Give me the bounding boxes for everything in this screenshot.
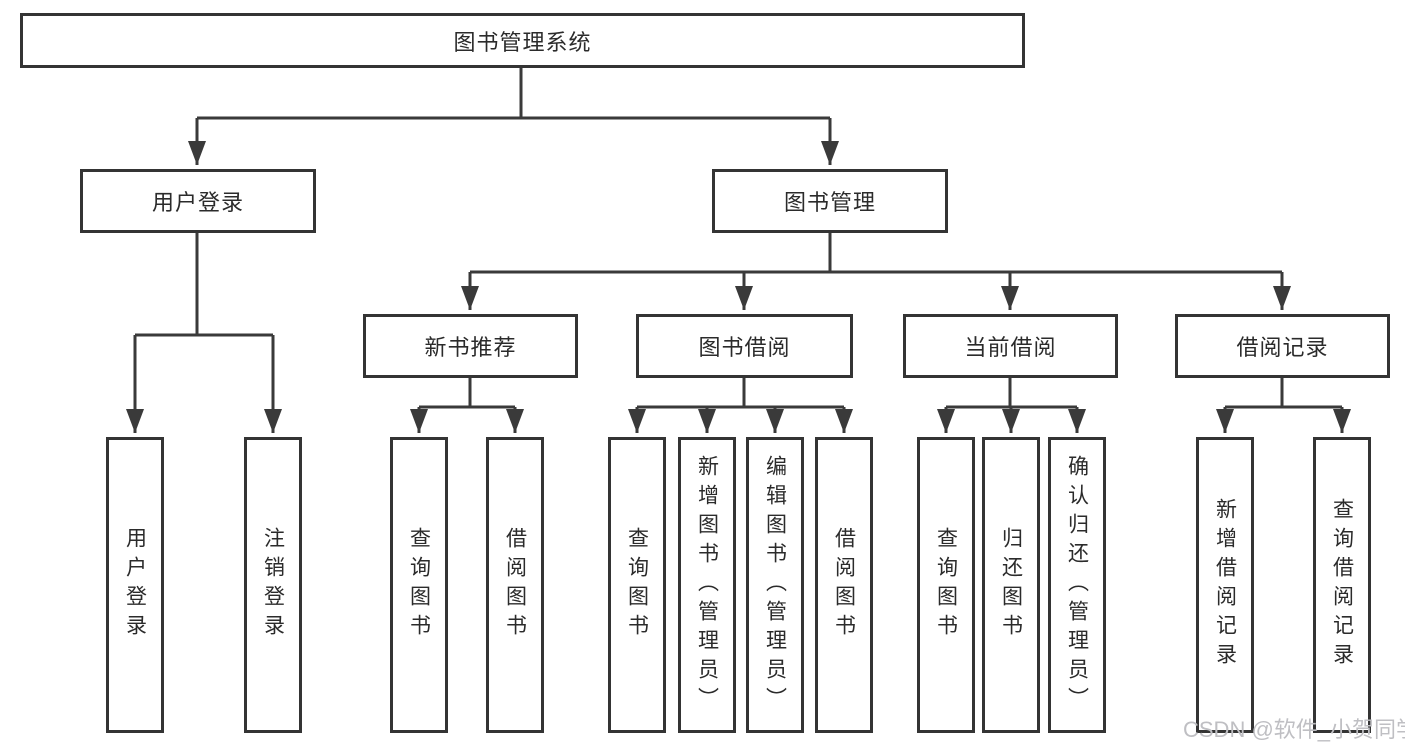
node-root-system: 图书管理系统	[20, 13, 1025, 68]
node-leaf-logout-login: 注销登录	[244, 437, 302, 733]
leaf-label: 注销登录	[261, 527, 285, 643]
node-borrowing-records: 借阅记录	[1175, 314, 1390, 378]
connector-bookmgmt-to-level3	[461, 233, 1291, 310]
node-book-borrowing: 图书借阅	[636, 314, 853, 378]
leaf-label: 用户登录	[123, 527, 147, 643]
node-book-management: 图书管理	[712, 169, 948, 233]
node-user-login-group: 用户登录	[80, 169, 316, 233]
leaf-label: 查询借阅记录	[1330, 498, 1354, 672]
node-leaf-user-login: 用户登录	[106, 437, 164, 733]
connector-borrowing-to-leaves	[628, 378, 853, 433]
node-new-book-recommend: 新书推荐	[363, 314, 578, 378]
node-user-login-label: 用户登录	[151, 190, 244, 215]
node-leaf-edit-books-admin: 编辑图书（管理员）	[746, 437, 804, 733]
leaf-label: 新增借阅记录	[1213, 498, 1237, 672]
csdn-watermark: CSDN @软件_小贺同学	[1183, 717, 1405, 742]
leaf-label: 借阅图书	[832, 527, 856, 643]
node-leaf-query-books-recommend: 查询图书	[390, 437, 448, 733]
connector-current-to-leaves	[937, 378, 1086, 433]
node-book-management-label: 图书管理	[783, 190, 876, 215]
leaf-label: 确认归还（管理员）	[1065, 454, 1089, 716]
node-current-borrowing-label: 当前借阅	[964, 335, 1057, 360]
node-root-label: 图书管理系统	[453, 29, 592, 55]
node-leaf-confirm-return-admin: 确认归还（管理员）	[1048, 437, 1106, 733]
connector-root-to-level2	[188, 68, 839, 165]
leaf-label: 新增图书（管理员）	[695, 454, 719, 716]
node-new-book-recommend-label: 新书推荐	[424, 335, 517, 360]
node-leaf-borrow-books-recommend: 借阅图书	[486, 437, 544, 733]
leaf-label: 查询图书	[934, 527, 958, 643]
connector-newbook-to-leaves	[410, 378, 524, 433]
leaf-label: 查询图书	[407, 527, 431, 643]
connector-userlogin-to-leaves	[126, 233, 282, 433]
node-current-borrowing: 当前借阅	[903, 314, 1118, 378]
node-leaf-return-books: 归还图书	[982, 437, 1040, 733]
leaf-label: 归还图书	[999, 527, 1023, 643]
leaf-label: 借阅图书	[503, 527, 527, 643]
node-borrowing-records-label: 借阅记录	[1236, 335, 1329, 360]
node-leaf-query-borrow-record: 查询借阅记录	[1313, 437, 1371, 733]
node-leaf-borrow-books-borrowing: 借阅图书	[815, 437, 873, 733]
connector-records-to-leaves	[1216, 378, 1351, 433]
node-book-borrowing-label: 图书借阅	[698, 335, 791, 360]
node-leaf-query-books-borrowing: 查询图书	[608, 437, 666, 733]
node-leaf-add-borrow-record: 新增借阅记录	[1196, 437, 1254, 733]
leaf-label: 编辑图书（管理员）	[763, 454, 787, 716]
leaf-label: 查询图书	[625, 527, 649, 643]
node-leaf-add-books-admin: 新增图书（管理员）	[678, 437, 736, 733]
node-leaf-query-books-current: 查询图书	[917, 437, 975, 733]
